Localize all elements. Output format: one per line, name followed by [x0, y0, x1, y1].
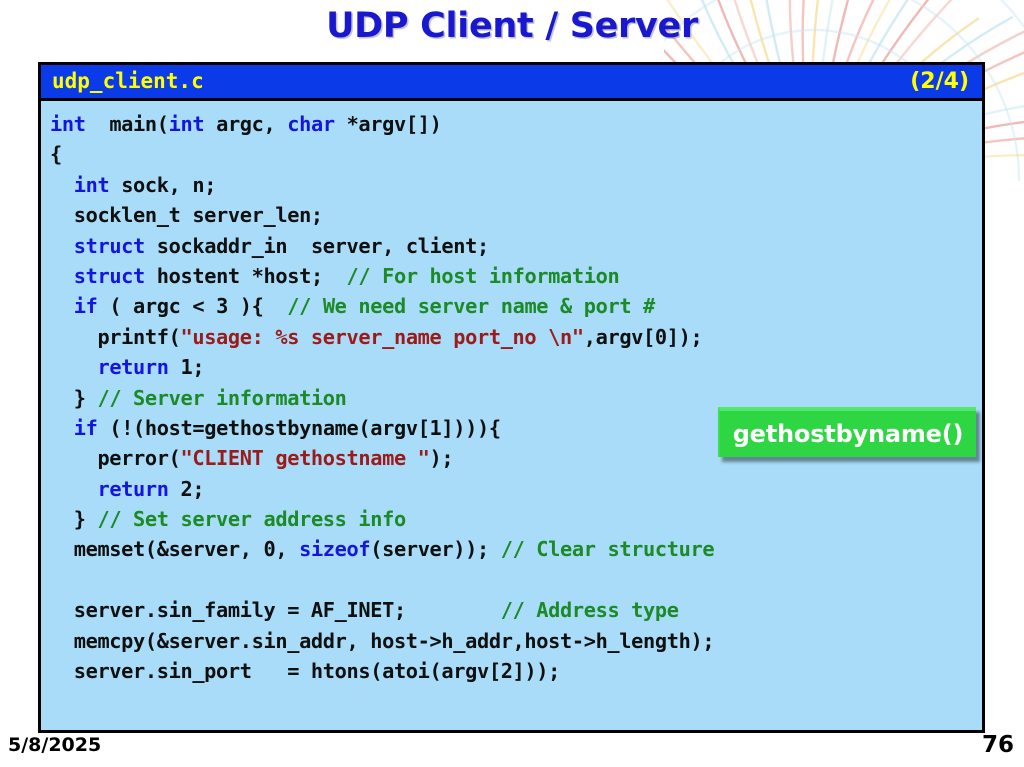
code-token-pln: ,argv[0]);	[583, 324, 703, 349]
code-token-pln	[50, 568, 62, 592]
code-token-pln: memset(&server, 0,	[50, 537, 300, 562]
code-token-pln	[50, 173, 74, 197]
code-token-kw: return	[97, 476, 169, 501]
code-token-pln	[50, 355, 97, 379]
code-token-pln	[50, 477, 97, 501]
code-token-cmt: // Server information	[97, 385, 347, 410]
code-token-pln: }	[50, 385, 98, 410]
code-token-pln	[50, 416, 74, 440]
code-token-pln: }	[50, 507, 98, 532]
code-token-pln: socklen_t server_len;	[50, 203, 323, 228]
code-token-pln: printf(	[50, 324, 181, 349]
code-token-pln: 1;	[168, 355, 205, 380]
code-token-kw: int	[73, 172, 110, 197]
panel-page-indicator: (2/4)	[910, 68, 969, 94]
code-token-cmt: // For host information	[322, 263, 620, 288]
code-token-cmt: // Clear structure	[500, 537, 715, 562]
code-token-kw: char	[287, 112, 335, 136]
code-line: struct sockaddr_in server, client;	[50, 231, 982, 261]
code-token-pln: {	[50, 142, 62, 167]
code-token-pln: main(	[85, 112, 169, 136]
code-line: {	[50, 139, 982, 169]
code-line: } // Server information	[50, 383, 982, 413]
code-token-cmt: // We need server name & port #	[263, 294, 655, 319]
code-line: memcpy(&server.sin_addr, host->h_addr,ho…	[50, 626, 982, 656]
gethostbyname-callout: gethostbyname()	[718, 407, 976, 457]
panel-header: udp_client.c (2/4)	[41, 65, 982, 101]
code-token-kw: int	[50, 112, 86, 136]
code-token-kw: return	[97, 355, 169, 380]
code-line: memset(&server, 0, sizeof(server)); // C…	[50, 534, 982, 564]
code-token-cmt: // Address type	[500, 598, 679, 623]
source-filename-label: udp_client.c	[52, 69, 204, 93]
code-token-str: "CLIENT gethostname "	[180, 446, 430, 471]
callout-label: gethostbyname()	[732, 420, 964, 448]
code-token-kw: struct	[73, 263, 146, 288]
code-line: perror("CLIENT gethostname ");	[50, 443, 982, 473]
code-token-pln	[50, 234, 74, 258]
code-token-pln: );	[429, 446, 454, 471]
code-line: printf("usage: %s server_name port_no \n…	[50, 322, 982, 352]
code-line: socklen_t server_len;	[50, 200, 982, 230]
code-token-pln: *argv[])	[334, 112, 442, 136]
code-token-pln	[50, 294, 74, 318]
code-line: server.sin_port = htons(atoi(argv[2]));	[50, 656, 982, 686]
code-panel: udp_client.c (2/4) int main(int argc, ch…	[38, 62, 985, 733]
code-line: int main(int argc, char *argv[])	[50, 109, 982, 139]
code-token-pln: 2;	[168, 476, 205, 501]
code-token-pln: hostent *host;	[144, 263, 323, 288]
code-token-pln: argc,	[204, 112, 288, 136]
code-token-pln: sockaddr_in server, client;	[144, 233, 489, 258]
code-token-kw: sizeof	[299, 537, 371, 562]
code-token-pln: server.sin_port = htons(atoi(argv[2]));	[50, 659, 561, 684]
code-token-kw: if	[73, 415, 98, 440]
code-token-pln: memcpy(&server.sin_addr, host->h_addr,ho…	[50, 628, 715, 653]
code-line: } // Set server address info	[50, 504, 982, 534]
code-line: int sock, n;	[50, 170, 982, 200]
code-token-str: "usage: %s server_name port_no \n"	[180, 324, 584, 349]
page-title: UDP Client / Server	[326, 6, 698, 46]
code-token-pln: ( argc < 3 ){	[97, 294, 264, 319]
code-token-kw: if	[73, 294, 98, 319]
footer-page-number: 76	[981, 732, 1014, 758]
code-line: struct hostent *host; // For host inform…	[50, 261, 982, 291]
code-listing: int main(int argc, char *argv[]){ int so…	[41, 101, 982, 686]
code-token-pln: perror(	[50, 446, 181, 471]
code-line: server.sin_family = AF_INET; // Address …	[50, 595, 982, 625]
code-line	[50, 565, 982, 595]
code-token-pln	[50, 264, 74, 288]
code-token-pln: (server));	[370, 537, 501, 562]
code-line: return 2;	[50, 474, 982, 504]
code-token-pln: sock, n;	[109, 172, 217, 197]
code-token-kw: int	[168, 112, 205, 136]
code-line: if (!(host=gethostbyname(argv[1]))){	[50, 413, 982, 443]
code-token-cmt: // Set server address info	[97, 507, 406, 532]
code-token-kw: struct	[73, 233, 146, 258]
code-token-pln: server.sin_family = AF_INET;	[50, 598, 501, 623]
code-token-pln: (!(host=gethostbyname(argv[1]))){	[97, 415, 501, 440]
footer-date: 5/8/2025	[8, 734, 102, 756]
code-line: return 1;	[50, 352, 982, 382]
code-line: if ( argc < 3 ){ // We need server name …	[50, 291, 982, 321]
